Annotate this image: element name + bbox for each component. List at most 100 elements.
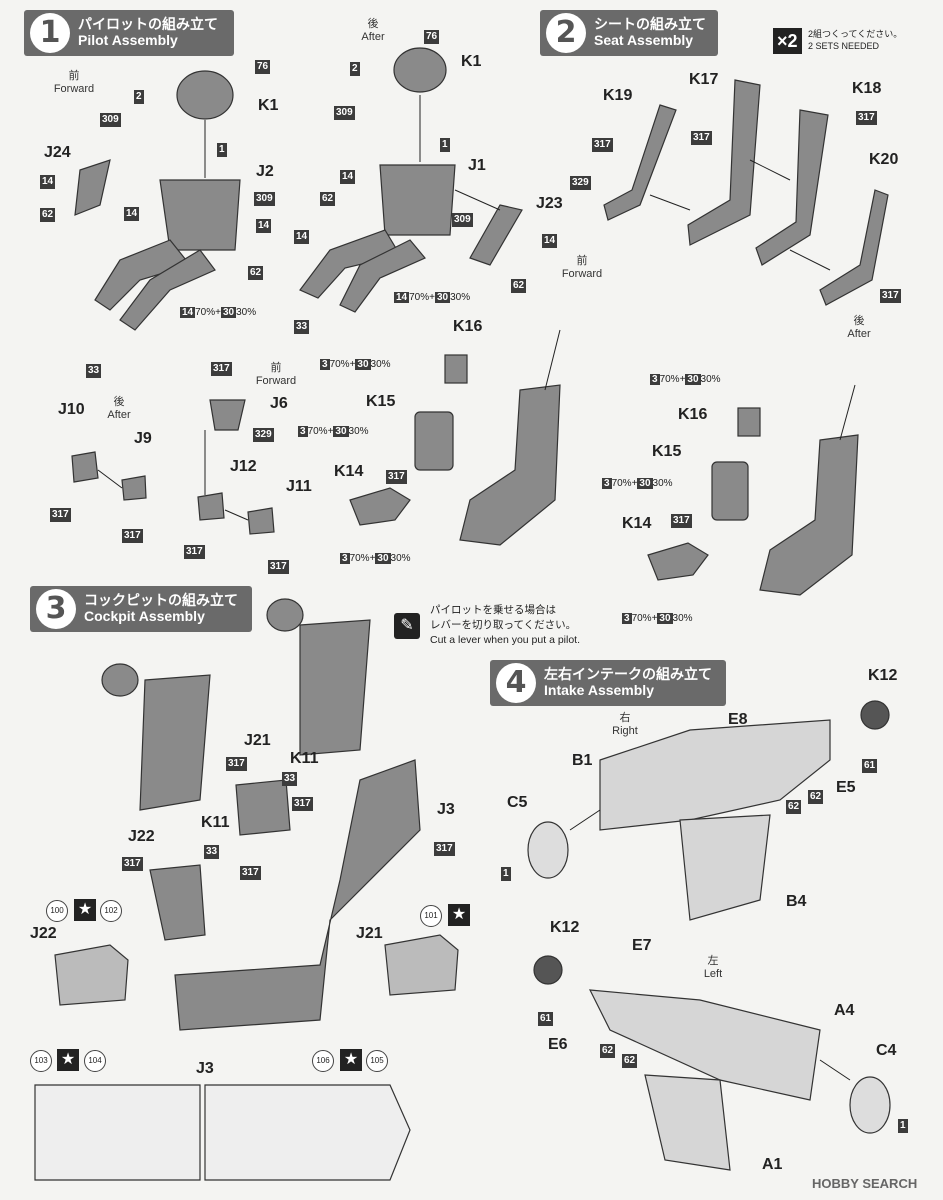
step-title-en: Intake Assembly (544, 682, 654, 698)
paint-code: 62 (40, 208, 56, 222)
paint-code: 329 (253, 428, 274, 442)
paint-code: 61 (538, 1012, 554, 1026)
part-j9 (121, 475, 147, 501)
paint-code: 317 (434, 842, 455, 856)
paint-code: 14 (256, 219, 272, 233)
paint-code: 62 (248, 266, 264, 280)
paint-code: 317 (592, 138, 613, 152)
assembly-arrow (649, 194, 691, 211)
pilot-arm-j24 (74, 159, 111, 216)
paint-code: 14 (294, 230, 310, 244)
seat-part-k20 (819, 189, 889, 306)
seat-cushion-k15 (414, 411, 454, 471)
paint-code: 1 (501, 867, 511, 881)
part-label-k12: K12 (868, 667, 898, 684)
pilot-arm-j23 (469, 204, 523, 266)
part-label-k16: K16 (678, 406, 708, 423)
assembly-arrow (819, 1059, 851, 1081)
decal-number: 106 (312, 1050, 334, 1072)
assembly-arrow (839, 384, 856, 441)
part-label-a1: A1 (762, 1156, 783, 1173)
watermark: HOBBY SEARCH (812, 1176, 918, 1191)
part-label-k14: K14 (622, 515, 652, 532)
paint-code: 76 (255, 60, 271, 74)
paint-code: 317 (691, 131, 712, 145)
star-icon: ★ (340, 1049, 362, 1071)
pilot-note-jp: パイロットを乗せる場合は (430, 604, 556, 616)
part-label-k17: K17 (689, 71, 719, 88)
paint-code: 317 (50, 508, 71, 522)
sets-needed-badge: ×2 (773, 28, 802, 54)
part-label-j3: J3 (437, 801, 455, 818)
part-j10 (71, 451, 99, 483)
assembly-arrow (789, 249, 831, 271)
part-label-e6: E6 (548, 1036, 568, 1053)
paint-code: 317 (240, 866, 261, 880)
decal-number: 102 (100, 900, 122, 922)
paint-code: 62 (511, 279, 527, 293)
paint-code: 33 (204, 845, 220, 859)
assembly-arrow (569, 809, 601, 831)
star-icon: ★ (74, 899, 96, 921)
paint-code: 317 (856, 111, 877, 125)
sets-needed-en: 2 SETS NEEDED (808, 41, 880, 51)
paint-code: 1 (898, 1119, 908, 1133)
step-1-header: 1 パイロットの組み立て Pilot Assembly (24, 10, 234, 56)
step-number: 4 (496, 663, 536, 703)
seat-in-cockpit (139, 674, 211, 811)
part-label-j21: J21 (356, 925, 383, 942)
paint-code: 309 (100, 113, 121, 127)
seat-pan-k14 (647, 542, 709, 581)
ejection-seat (759, 434, 859, 596)
step-3-header: 3 コックピットの組み立て Cockpit Assembly (30, 586, 252, 632)
fan-k12 (533, 955, 563, 985)
intake-lip-c5 (527, 821, 569, 879)
star-icon: ★ (448, 904, 470, 926)
step-2-header: 2 シートの組み立て Seat Assembly (540, 10, 718, 56)
pilot-helmet (266, 598, 304, 632)
paint-code: 329 (570, 176, 591, 190)
pilot-helmet (176, 70, 234, 120)
pilot-leg (119, 249, 216, 331)
paint-code: 317 (268, 560, 289, 574)
console-decal-right (204, 1084, 411, 1181)
bulkhead-j21 (235, 779, 291, 836)
part-label-b1: B1 (572, 752, 593, 769)
paint-code: 33 (294, 320, 310, 334)
decal-number: 100 (46, 900, 68, 922)
step-title-en: Pilot Assembly (78, 32, 178, 48)
pilot-note-jp: レバーを切り取ってください。 (430, 619, 577, 631)
paint-code: 317 (122, 529, 143, 543)
pilot-note-en: Cut a lever when you put a pilot. (430, 634, 581, 646)
part-label-k12: K12 (550, 919, 580, 936)
decal-number: 103 (30, 1050, 52, 1072)
part-label-c4: C4 (876, 1042, 897, 1059)
decal-number: 105 (366, 1050, 388, 1072)
part-j6 (209, 399, 246, 431)
part-label-j24: J24 (44, 144, 71, 161)
ejection-seat (459, 384, 561, 546)
step-title-jp: 左右インテークの組み立て (544, 666, 712, 682)
paint-code: 2 (350, 62, 360, 76)
assembly-arrow (224, 509, 249, 521)
step-title-en: Cockpit Assembly (84, 608, 205, 624)
step-number: 2 (546, 13, 586, 53)
paint-code: 62 (320, 192, 336, 206)
part-label-e5: E5 (836, 779, 856, 796)
paint-code: 317 (226, 757, 247, 771)
paint-code: 62 (622, 1054, 638, 1068)
sets-needed-jp: 2組つくってください。 (808, 29, 903, 39)
fan-k12 (860, 700, 890, 730)
part-label-j6: J6 (270, 395, 288, 412)
seat-part-k18 (755, 109, 829, 266)
